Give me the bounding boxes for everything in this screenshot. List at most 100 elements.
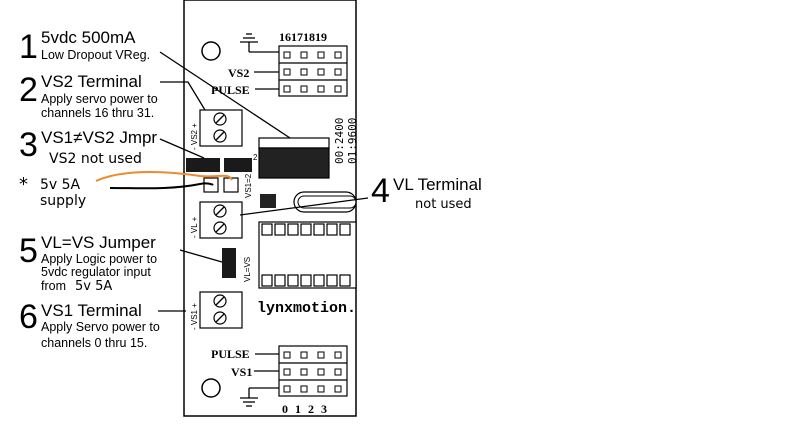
- top-vs2-label: VS2: [228, 66, 249, 80]
- callout-1-number: 1: [19, 28, 38, 66]
- callout-2-leader: [160, 81, 206, 111]
- bottom-vs1-label: VS1: [231, 365, 252, 379]
- bottom-header-pin: [300, 368, 308, 376]
- jumper-label-2: 2: [253, 153, 258, 162]
- top-header-pin: [317, 85, 325, 93]
- bottom-header-pin: [283, 385, 291, 393]
- top-header-pin: [317, 68, 325, 76]
- callout-2-desc-1: Apply servo power to: [41, 92, 158, 106]
- chip-pin-top: [274, 223, 286, 236]
- callout-2-number: 2: [19, 71, 38, 109]
- vl-not-used-note: not used: [415, 197, 472, 212]
- crystal: [260, 191, 357, 213]
- callout-5-title: VL=VS Jumper: [41, 233, 156, 252]
- vleqvs-label: VL=VS: [243, 257, 252, 282]
- chip-pin-top: [313, 223, 325, 236]
- bottom-header-pin: [300, 351, 308, 359]
- callout-4-title: VL Terminal: [393, 175, 482, 194]
- supply-note-line2: supply: [40, 193, 86, 209]
- top-header-pin: [300, 68, 308, 76]
- top-header-pin: [283, 68, 291, 76]
- callout-5-desc-2: 5vdc regulator input: [41, 265, 151, 279]
- callout-5-number: 5: [19, 232, 38, 270]
- chip-pin-top: [300, 223, 312, 236]
- bottom-header-numbers: 0 1 2 3: [282, 402, 327, 416]
- lynxmotion-logo: lynxmotion.: [257, 300, 356, 317]
- chip-pin-top: [261, 223, 273, 236]
- bottom-header-pin: [317, 385, 325, 393]
- chip-pin-top: [326, 223, 338, 236]
- chip-pin-bottom: [287, 274, 299, 287]
- bottom-header-pin: [283, 368, 291, 376]
- supply-note-line1: 5v 5A: [40, 177, 81, 193]
- vs1eq2-label: VS1=2: [244, 173, 253, 198]
- top-header-pin: [334, 85, 342, 93]
- callout-1-desc-1: Low Dropout VReg.: [41, 48, 150, 62]
- mounting-hole-bottom: [201, 378, 221, 398]
- vl-terminal-block: [199, 201, 243, 239]
- vl-vs-jumper: [222, 248, 236, 278]
- top-header-pin: [283, 85, 291, 93]
- callout-2-title: VS2 Terminal: [41, 72, 142, 91]
- vs1-terminal-block: [199, 291, 243, 329]
- bottom-header-pin: [283, 351, 291, 359]
- chip-pin-bottom: [339, 274, 351, 287]
- bottom-header-pin: [317, 351, 325, 359]
- baud-rate-line1: 00:2400: [333, 118, 346, 164]
- top-header-pin: [283, 51, 291, 59]
- callout-6-title: VS1 Terminal: [41, 301, 142, 320]
- top-header-pin: [334, 51, 342, 59]
- bottom-header-pin: [334, 385, 342, 393]
- chip-pin-top: [287, 223, 299, 236]
- callout-5-desc-1: Apply Logic power to: [41, 252, 157, 266]
- chip-pin-bottom: [313, 274, 325, 287]
- top-header-numbers: 16171819: [279, 30, 327, 44]
- chip-pin-bottom: [274, 274, 286, 287]
- bottom-header-pin: [334, 351, 342, 359]
- black-wire: [109, 182, 214, 190]
- callout-6-desc-2: channels 0 thru 15.: [41, 336, 147, 350]
- callout-5-desc-3: from: [41, 279, 66, 293]
- chip-pin-top: [339, 223, 351, 236]
- callout-3-number: 3: [19, 126, 38, 164]
- callout-4-number: 4: [371, 172, 390, 210]
- bottom-header-pin: [317, 368, 325, 376]
- callout-3-leader: [159, 138, 205, 159]
- callout-1-leader: [159, 51, 291, 139]
- orange-wire: [95, 171, 233, 182]
- bottom-servo-header: [278, 345, 348, 397]
- top-header-pin: [300, 85, 308, 93]
- ground-symbol-top: [240, 33, 279, 53]
- top-servo-header: [278, 45, 348, 97]
- callout-2-desc-2: channels 16 thru 31.: [41, 106, 154, 120]
- vs2-terminal-label: - VS2 +: [190, 123, 199, 150]
- callout-5-leader: [179, 249, 223, 263]
- ground-symbol-bottom: [240, 387, 279, 407]
- top-header-pin: [317, 51, 325, 59]
- bottom-pulse-label: PULSE: [211, 347, 250, 361]
- callout-1-title: 5vdc 500mA: [41, 28, 136, 47]
- baud-rate-line2: 01:9600: [346, 118, 359, 164]
- vs2-terminal-block: [199, 109, 243, 147]
- top-header-pin: [300, 51, 308, 59]
- top-pulse-label: PULSE: [211, 83, 250, 97]
- top-header-pin: [334, 68, 342, 76]
- microcontroller-chip: [258, 221, 357, 289]
- vs2-not-used-note: VS2 not used: [49, 151, 142, 167]
- chip-pin-bottom: [261, 274, 273, 287]
- voltage-regulator: [258, 137, 330, 179]
- callout-4-leader: [239, 197, 369, 216]
- chip-pin-bottom: [300, 274, 312, 287]
- callout-6-desc-1: Apply Servo power to: [41, 320, 160, 334]
- from-value-note: 5v 5A: [75, 279, 112, 294]
- bottom-header-pin: [300, 385, 308, 393]
- chip-pin-bottom: [326, 274, 338, 287]
- bottom-header-pin: [334, 368, 342, 376]
- vs1-terminal-label: - VS1 +: [190, 303, 199, 330]
- star-mark: *: [19, 174, 28, 195]
- callout-6-number: 6: [19, 298, 38, 336]
- mounting-hole-top: [201, 41, 221, 61]
- vl-terminal-label: - VL +: [190, 216, 199, 238]
- callout-3-title: VS1≠VS2 Jmpr: [41, 128, 157, 147]
